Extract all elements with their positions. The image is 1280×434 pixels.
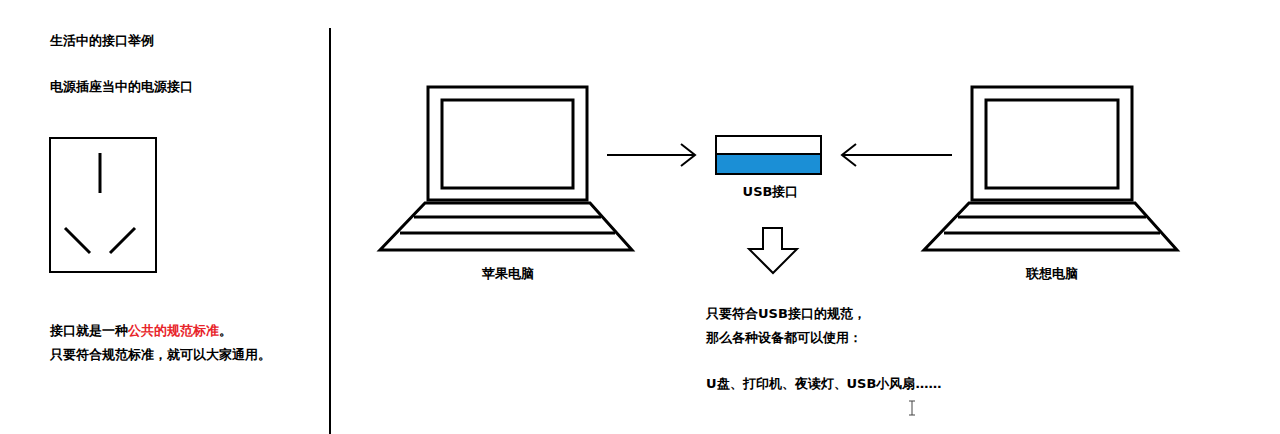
laptop: 联想电脑 [972, 87, 1132, 200]
text-cursor [909, 401, 915, 415]
socket-outline [50, 138, 156, 272]
laptop: 苹果电脑 [428, 87, 587, 200]
laptop-base [924, 203, 1177, 250]
laptop-keys [414, 216, 601, 219]
node-label: USB接口 [743, 183, 799, 201]
arrow-connector [842, 144, 952, 166]
highlight-text: 公共的规范标准 [128, 323, 219, 338]
definition-text: 。 [219, 323, 232, 338]
laptop-keys [944, 232, 1160, 235]
note-text: U盘、打印机、夜读灯、USB小风扇…… [706, 375, 941, 393]
arrow-head [842, 144, 856, 166]
laptop-base [380, 203, 632, 250]
laptop-keys [958, 216, 1146, 219]
node-label: 苹果电脑 [482, 265, 534, 283]
socket-pin [65, 228, 90, 253]
laptop-drawing [972, 87, 1132, 200]
arrow-line [842, 154, 952, 156]
caption-text: 电源插座当中的电源接口 [50, 78, 193, 96]
node-label: 联想电脑 [1026, 265, 1078, 283]
down-arrow [749, 228, 797, 273]
divider [329, 28, 331, 434]
arrow-head [681, 144, 695, 166]
note-text: 那么各种设备都可以使用： [706, 329, 862, 347]
laptop-drawing [428, 87, 587, 200]
laptop-display [986, 100, 1118, 188]
definition-text: 只要符合规范标准，就可以大家通用。 [50, 346, 271, 364]
definition-text: 接口就是一种 [50, 323, 128, 338]
socket-pin [110, 228, 135, 253]
heading: 生活中的接口举例 [50, 32, 154, 50]
laptop-keys [400, 232, 615, 235]
definition-line: 接口就是一种公共的规范标准。 [50, 322, 232, 340]
usb-port: USB接口 [715, 135, 822, 175]
arrow-line [607, 154, 695, 156]
socket-pin [99, 153, 102, 193]
usb-fill [717, 153, 820, 173]
laptop-screen [972, 87, 1132, 200]
arrow-connector [607, 144, 695, 166]
laptop-display [442, 100, 573, 188]
laptop-screen [428, 87, 587, 200]
note-text: 只要符合USB接口的规范， [706, 305, 866, 323]
